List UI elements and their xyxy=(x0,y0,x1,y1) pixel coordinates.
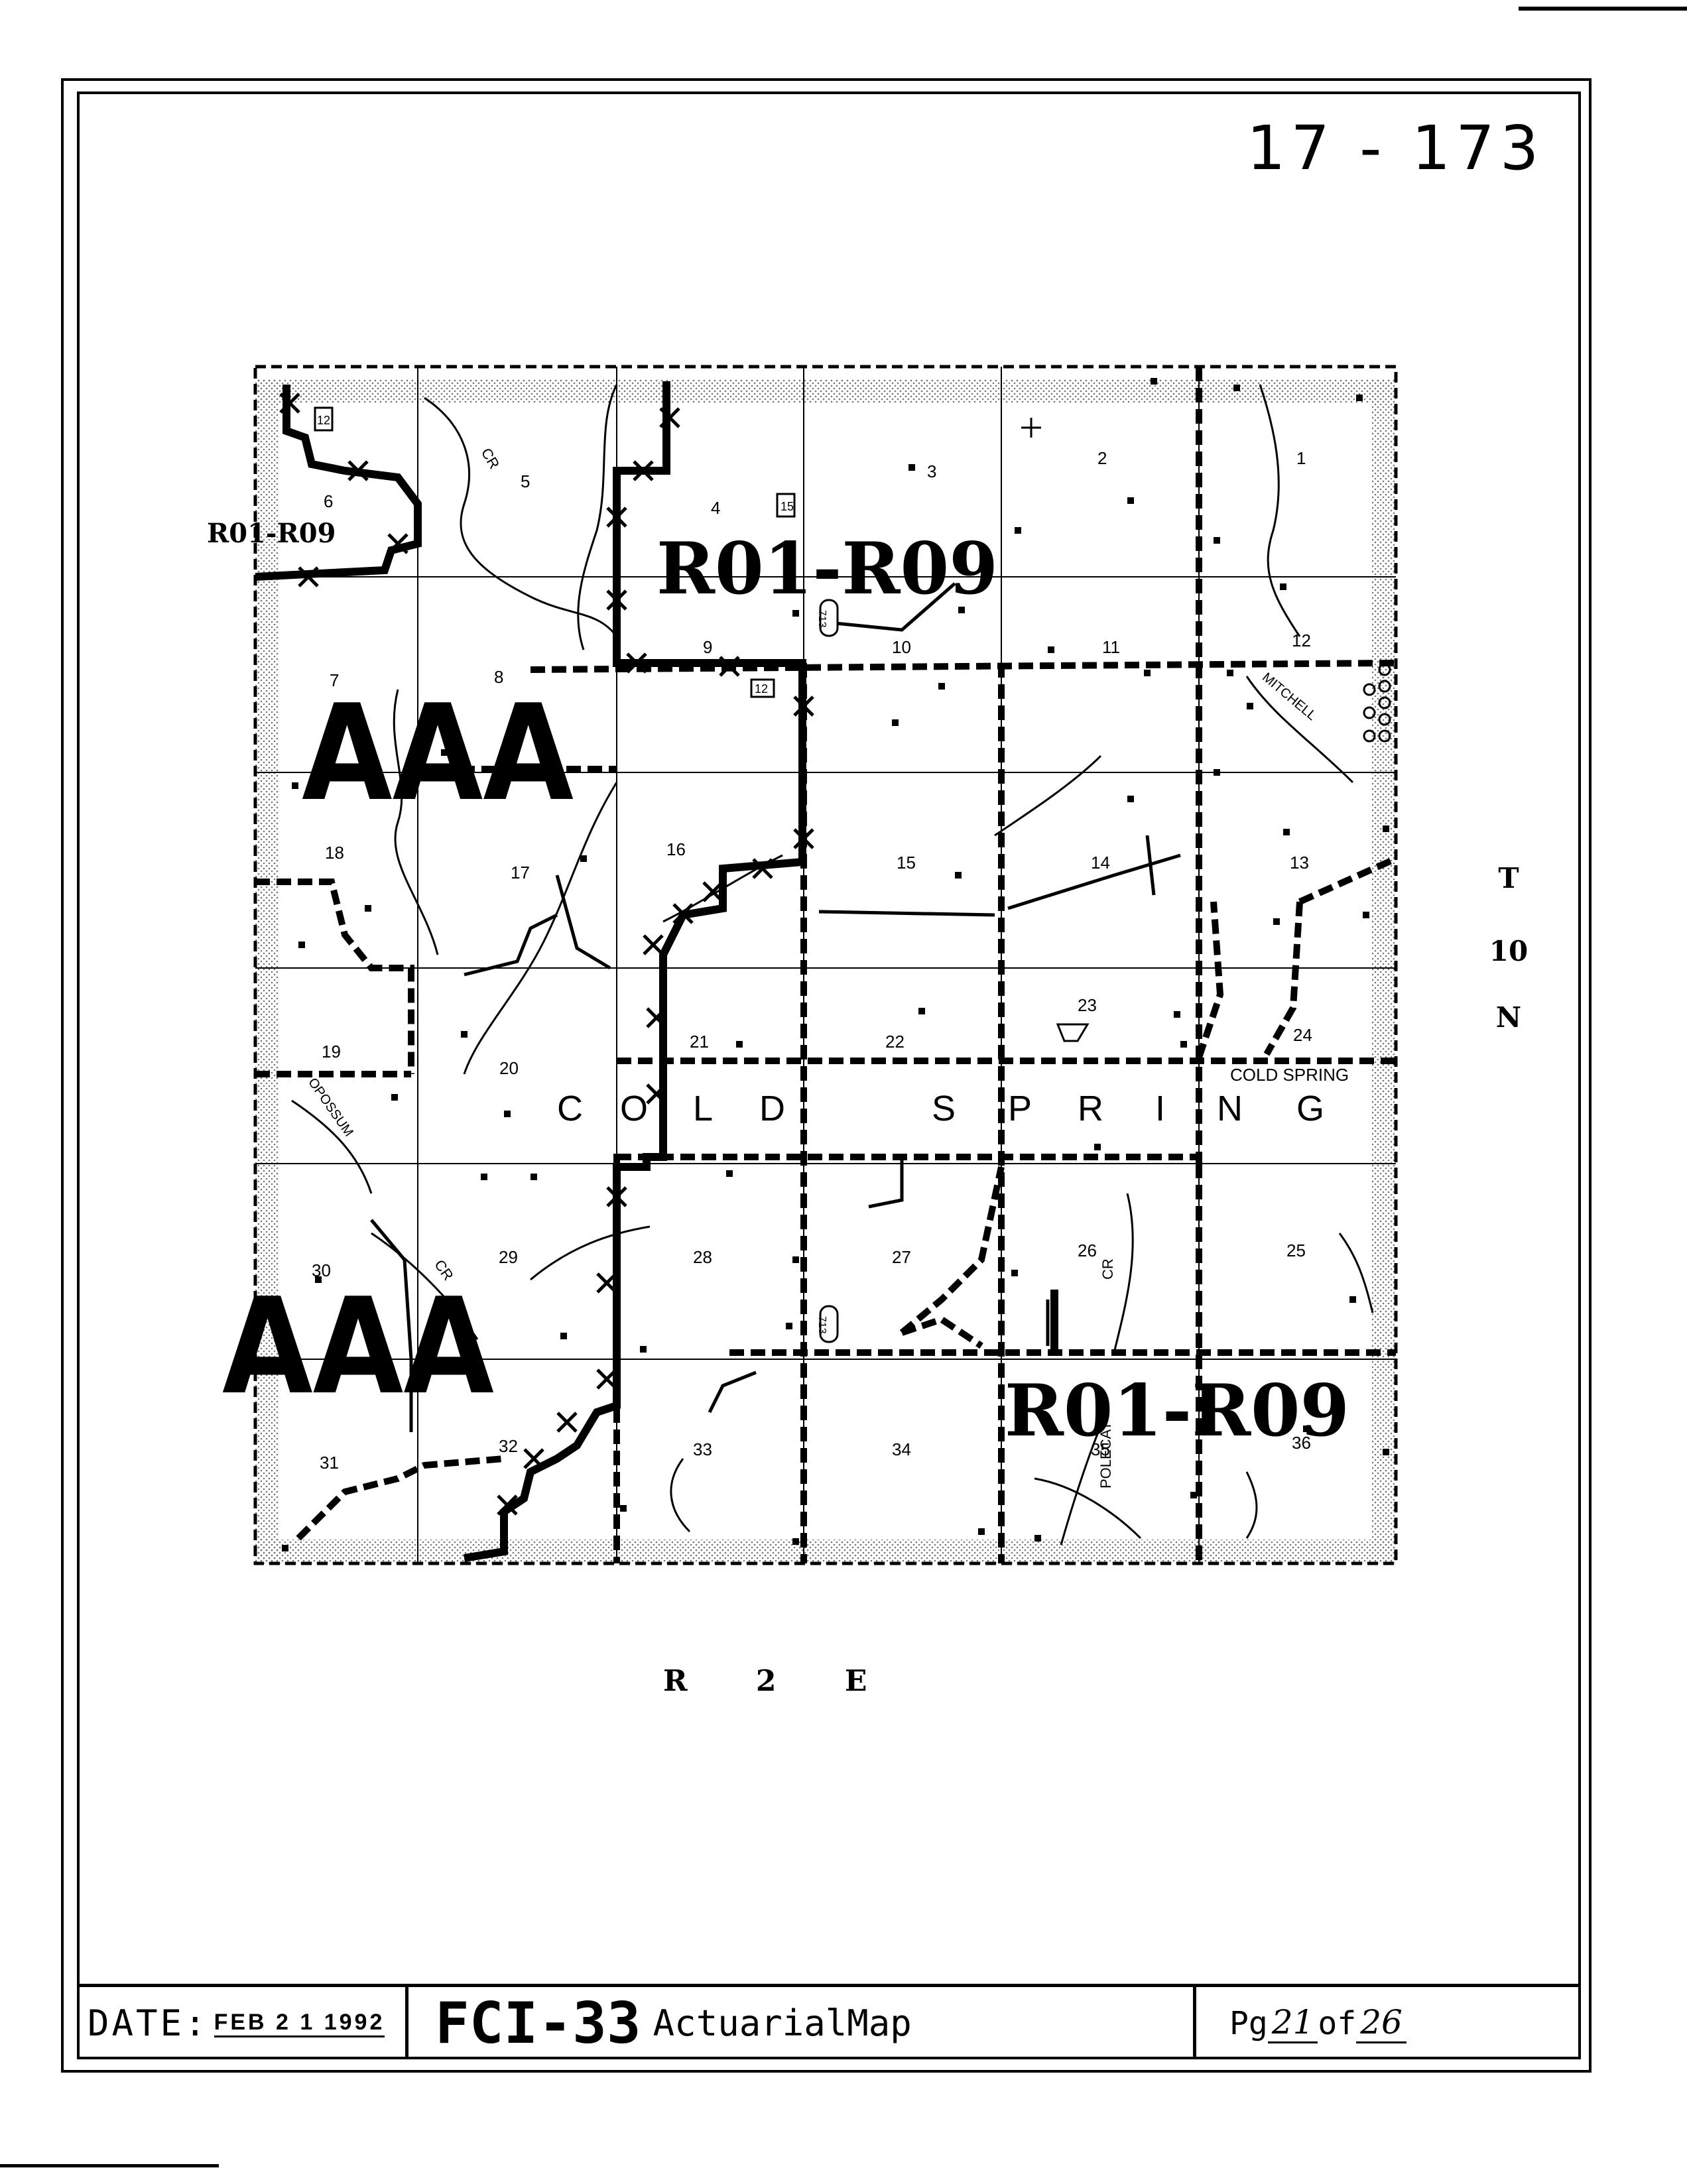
bottom-edge-rule xyxy=(0,2164,219,2167)
section-label: 34 xyxy=(892,1439,911,1459)
section-label: 17 xyxy=(511,863,530,882)
section-label: 4 xyxy=(711,498,720,518)
streams xyxy=(291,384,1374,1546)
section-label: 8 xyxy=(494,667,503,687)
date-label: DATE: xyxy=(88,2002,209,2044)
section-label: 14 xyxy=(1091,853,1110,873)
stream-label: CR xyxy=(1099,1258,1116,1280)
outer-frame xyxy=(61,78,1592,2073)
zone-label-r01-r09: R01-R09 xyxy=(207,518,336,549)
stream-label: CR xyxy=(478,445,503,471)
section-label: 13 xyxy=(1290,853,1309,873)
section-label: 21 xyxy=(690,1032,709,1052)
township-name-letter: P xyxy=(1008,1089,1032,1128)
zone-labels: R01-R09 R01-R09 R01-R09 AAA AAA xyxy=(207,518,1349,1453)
section-label: 19 xyxy=(322,1042,341,1062)
section-label: 24 xyxy=(1293,1025,1312,1045)
section-label: 2 xyxy=(1097,448,1107,468)
township-name-letter: O xyxy=(620,1089,648,1128)
lake-icon xyxy=(1056,1023,1090,1042)
page-total: 26 xyxy=(1356,2003,1406,2043)
township-name-letter: S xyxy=(932,1089,956,1128)
section-label: 9 xyxy=(703,637,712,657)
inner-frame xyxy=(77,91,1581,2059)
section-label: 6 xyxy=(324,491,333,511)
section-label: 31 xyxy=(320,1453,339,1473)
section-label: 10 xyxy=(892,637,911,657)
section-label: 35 xyxy=(1091,1439,1110,1459)
section-label: 5 xyxy=(521,471,530,491)
section-label: 25 xyxy=(1286,1241,1306,1260)
zone-label-r01-r09: R01-R09 xyxy=(656,527,998,611)
page-of: of xyxy=(1318,2004,1357,2042)
top-edge-rule xyxy=(1519,7,1687,11)
township-direction: N xyxy=(1495,1001,1522,1034)
footer-page-cell: Pg 21 of 26 xyxy=(1196,1987,1581,2059)
date-value: FEB 2 1 1992 xyxy=(214,2010,385,2037)
township-letter: T xyxy=(1498,862,1519,894)
page-number: 21 xyxy=(1267,2003,1318,2043)
section-label: 32 xyxy=(499,1436,518,1456)
stream-label: POLECAT xyxy=(1097,1422,1114,1488)
form-code: FCI-33 xyxy=(435,1990,641,2057)
footer-bar: DATE: FEB 2 1 1992 FCI-33 ActuarialMap P… xyxy=(77,1984,1581,2059)
section-label: 23 xyxy=(1078,995,1097,1015)
range-label: R 2 E xyxy=(663,1664,897,1698)
township-name-letter: R xyxy=(1078,1089,1103,1128)
route-shield-label: 12 xyxy=(755,682,768,696)
section-label: 30 xyxy=(312,1260,331,1280)
section-label: 36 xyxy=(1292,1433,1311,1453)
route-shield-label: 713 xyxy=(816,1316,828,1334)
route-shield-label: 12 xyxy=(317,414,330,427)
stream-label: MITCHELL xyxy=(1259,670,1319,723)
section-label: 29 xyxy=(499,1247,518,1267)
zone-label-aaa: AAA xyxy=(222,1270,494,1424)
section-label: 16 xyxy=(666,839,686,859)
route-shield-label: 15 xyxy=(781,500,794,513)
township-name-letter: C xyxy=(557,1089,583,1128)
section-label: 27 xyxy=(892,1247,911,1267)
township-name-letter: N xyxy=(1217,1089,1243,1128)
building-markers xyxy=(282,378,1389,1551)
section-label: 7 xyxy=(330,670,339,690)
road-shields xyxy=(314,406,839,1343)
section-label: 12 xyxy=(1292,631,1311,650)
township-name-letter: G xyxy=(1296,1089,1324,1128)
section-label: 3 xyxy=(927,461,936,481)
sheet-id: 17 - 173 xyxy=(1247,113,1544,184)
section-label: 18 xyxy=(325,843,344,863)
church-icon xyxy=(1021,418,1041,438)
section-label: 1 xyxy=(1296,448,1306,468)
section-label: 15 xyxy=(897,853,916,873)
section-label: 22 xyxy=(885,1032,905,1052)
section-label: 26 xyxy=(1078,1241,1097,1260)
boundary-x-marks xyxy=(279,393,814,1516)
zone-boundary xyxy=(255,381,1058,1562)
footer-date-cell: DATE: FEB 2 1 1992 xyxy=(77,1987,408,2059)
township-number: 10 xyxy=(1489,935,1529,967)
section-label: 20 xyxy=(499,1058,519,1078)
footer-title-cell: FCI-33 ActuarialMap xyxy=(408,1987,1196,2059)
section-label: 33 xyxy=(693,1439,712,1459)
township-name-letter: D xyxy=(759,1089,785,1128)
road-network xyxy=(255,367,1398,1563)
township-name-letter: L xyxy=(693,1089,713,1128)
section-label: 11 xyxy=(1102,637,1120,657)
map-boundary xyxy=(253,365,1398,1565)
zone-label-r01-r09: R01-R09 xyxy=(1005,1369,1349,1453)
cemetery-circles xyxy=(1363,663,1391,743)
zone-label-aaa: AAA xyxy=(302,676,574,831)
township-name-letter: I xyxy=(1155,1089,1165,1128)
form-title: ActuarialMap xyxy=(653,2002,912,2044)
route-shield-label: 713 xyxy=(816,610,828,628)
place-label: COLD SPRING xyxy=(1230,1065,1349,1085)
minor-roads xyxy=(370,582,1181,1432)
section-label: 28 xyxy=(693,1247,712,1267)
page-prefix: Pg xyxy=(1229,2004,1268,2042)
